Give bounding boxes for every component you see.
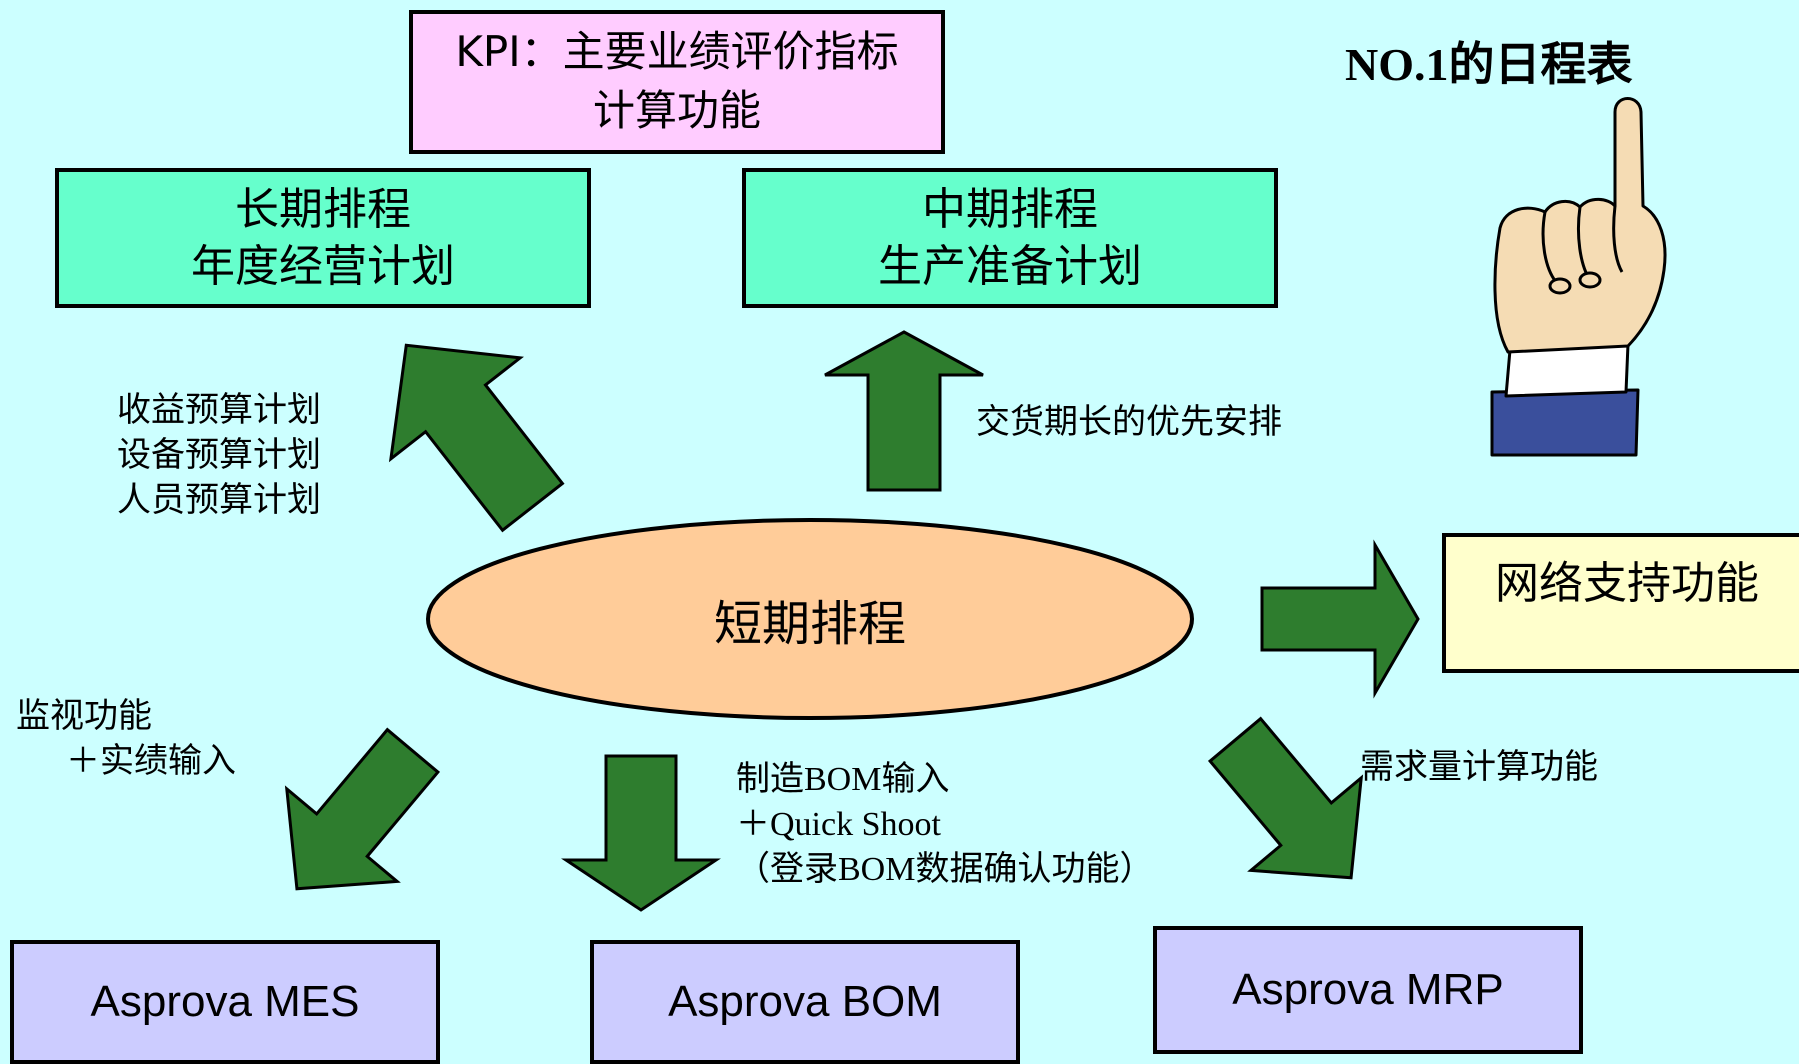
arrow-down-right-to-mrp	[1207, 716, 1364, 880]
asprova-mes-label: Asprova MES	[90, 977, 360, 1027]
short-term-label: 短期排程	[713, 596, 906, 652]
mid-term-box: 中期排程 生产准备计划	[742, 168, 1278, 308]
long-term-line-2: 年度经营计划	[191, 241, 455, 292]
mrp-calc-label: 需求量计算功能	[1360, 747, 1598, 787]
bom-line-2: ＋Quick Shoot	[736, 805, 941, 843]
bom-input-label: 制造BOM输入 ＋Quick Shoot （登录BOM数据确认功能）	[736, 758, 1153, 893]
asprova-bom-box: Asprova BOM	[590, 940, 1020, 1064]
pointing-hand-icon	[1490, 97, 1667, 457]
asprova-mrp-label: Asprova MRP	[1232, 965, 1504, 1015]
long-term-line-1: 长期排程	[235, 183, 411, 235]
asprova-mes-box: Asprova MES	[10, 940, 440, 1064]
arrow-right-to-network	[1260, 539, 1420, 699]
kpi-box: KPI：主要业绩评价指标 计算功能	[409, 10, 945, 154]
budget-line-2: 设备预算计划	[117, 434, 321, 475]
monitor-line-1: 监视功能	[16, 696, 152, 736]
kpi-line-2: 计算功能	[592, 86, 761, 135]
budget-plans-label: 收益预算计划 设备预算计划 人员预算计划	[117, 388, 321, 523]
budget-line-1: 收益预算计划	[117, 390, 321, 430]
arrow-down-left-to-mes	[284, 727, 441, 891]
short-term-ellipse	[426, 518, 1194, 720]
bom-line-1: 制造BOM输入	[736, 761, 950, 798]
kpi-line-1: KPI：主要业绩评价指标	[455, 27, 899, 77]
bom-line-3: （登录BOM数据确认功能）	[736, 850, 1154, 888]
arrow-down-to-bom	[561, 754, 721, 912]
monitor-label: 监视功能 ＋实绩输入	[16, 694, 236, 784]
asprova-mrp-box: Asprova MRP	[1153, 926, 1583, 1054]
arrow-up-to-mid-term	[824, 330, 984, 492]
long-term-box: 长期排程 年度经营计划	[55, 168, 591, 308]
network-support-label: 网络支持功能	[1495, 558, 1759, 609]
arrow-up-left-to-long-term	[388, 343, 565, 533]
delivery-priority-label: 交货期长的优先安排	[976, 402, 1282, 442]
network-support-box: 网络支持功能	[1442, 533, 1799, 673]
page-title: NO.1的日程表	[1345, 39, 1633, 90]
monitor-line-2: ＋实绩输入	[66, 740, 236, 781]
asprova-bom-label: Asprova BOM	[668, 977, 942, 1027]
budget-line-3: 人员预算计划	[117, 479, 321, 520]
mid-term-line-2: 生产准备计划	[878, 241, 1142, 292]
mid-term-line-1: 中期排程	[922, 183, 1098, 235]
